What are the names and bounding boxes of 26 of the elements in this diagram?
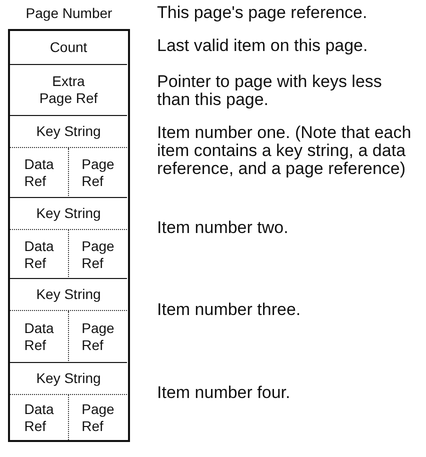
field-label: Key String [36, 370, 101, 387]
item-box [10, 115, 127, 197]
description-text: Item number three. [157, 301, 302, 319]
field-label: Count [50, 39, 88, 56]
field-label: Key String [36, 205, 101, 222]
description-text: Item number four. [157, 384, 292, 402]
page-heading: Page Number [24, 5, 114, 22]
description-text: Pointer to page with keys less than this page. [157, 73, 383, 109]
field-label: Page Ref [82, 320, 114, 354]
item-box [10, 362, 127, 439]
item-box [10, 278, 127, 362]
field-label: Page Ref [82, 156, 114, 190]
description-text: Last valid item on this page. [157, 37, 369, 55]
field-label: Data Ref [24, 238, 54, 272]
field-label: Page Ref [82, 238, 114, 272]
description-text: Item number two. [157, 219, 290, 237]
field-label: Key String [36, 123, 101, 140]
field-label: Data Ref [24, 320, 54, 354]
field-label: Key String [36, 286, 101, 303]
field-label: Data Ref [24, 156, 54, 190]
field-label: Page Ref [82, 400, 114, 434]
field-label: Data Ref [24, 400, 54, 434]
item-box [10, 197, 127, 278]
description-text: Item number one. (Note that each item contains a key string, a data reference, and a page reference) [157, 124, 412, 178]
field-label: Extra Page Ref [38, 73, 99, 107]
description-text: This page's page reference. [157, 4, 368, 22]
